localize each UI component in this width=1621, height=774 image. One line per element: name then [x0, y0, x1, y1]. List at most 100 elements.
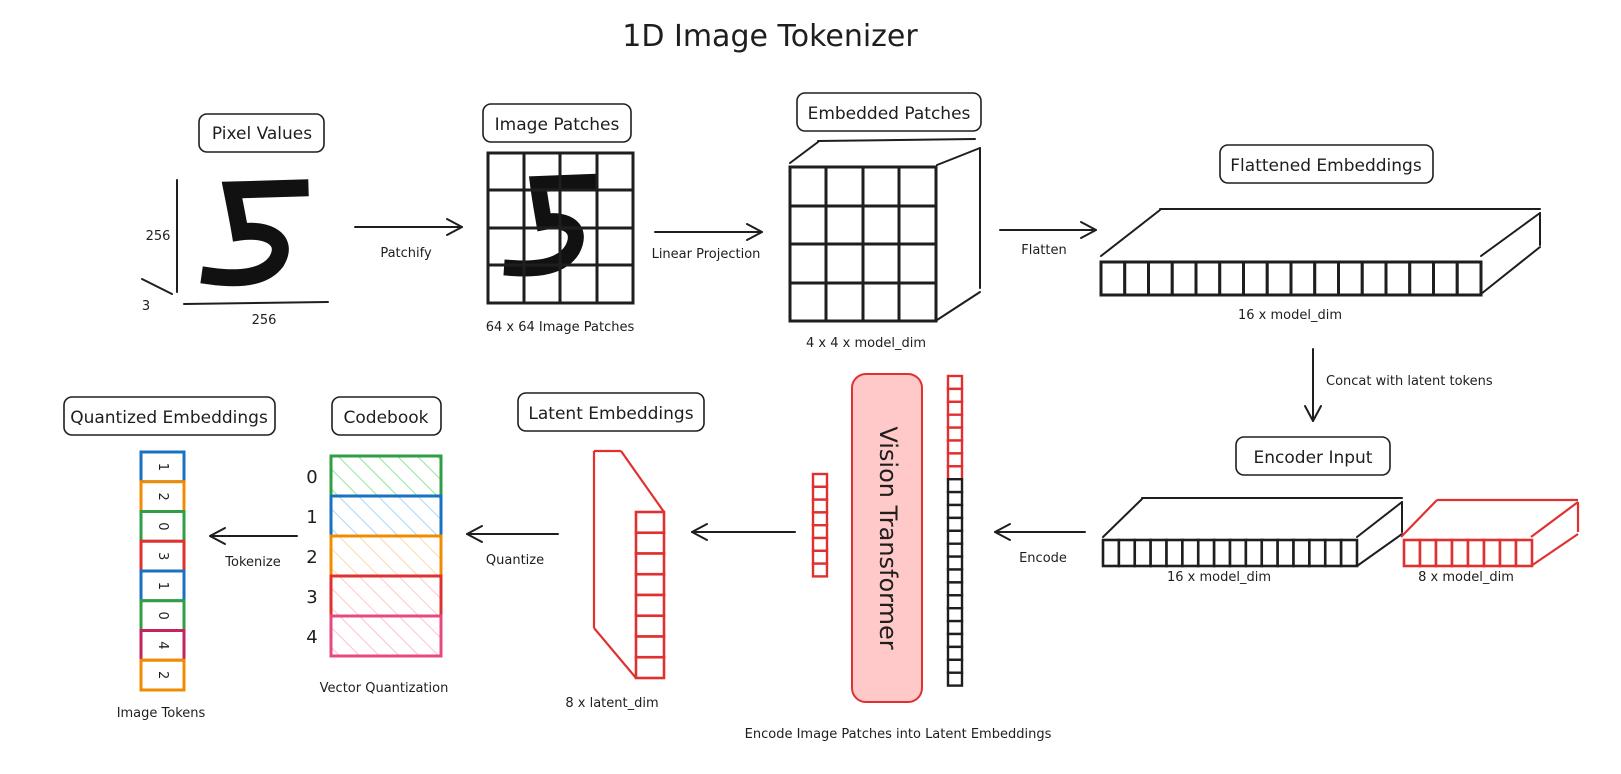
vision-transformer-block: [851, 373, 923, 703]
encoder-latent-cell: [1482, 538, 1502, 568]
codebook-index: 1: [306, 507, 317, 528]
encoder-image-cell: [1133, 538, 1152, 568]
concat-arrow: Concat with latent tokens: [1304, 348, 1493, 422]
embedded-patches-header-box: [796, 92, 982, 132]
latent-cells: [634, 510, 666, 680]
flattened-cell: [1337, 260, 1364, 297]
vit-output-cell: [811, 536, 829, 553]
encoder-latent-cell: [1434, 538, 1454, 568]
vit-output-cell: [811, 511, 829, 527]
pixel-values-header-box: [198, 113, 325, 153]
flattened-cell: [1242, 260, 1269, 297]
flattened-cell: [1123, 260, 1150, 297]
image-patches-header: Image Patches: [495, 115, 620, 135]
vit-output-cell: [811, 472, 829, 489]
image-token-value: 1: [155, 463, 170, 471]
latent-cell: [634, 635, 666, 659]
digit-five-image: [200, 179, 309, 287]
vision-transformer-label: Vision Transformer: [874, 426, 902, 649]
codebook-entry: [329, 614, 443, 658]
encoder-image-cell: [1260, 538, 1279, 568]
vit-input-image-cell: [946, 581, 964, 597]
codebook-index: 3: [306, 587, 317, 608]
encoder-latent-cell: [1514, 538, 1534, 568]
image-token-cell: [139, 510, 186, 543]
encoder-image-cell: [1196, 538, 1216, 568]
flattened-cell: [1455, 260, 1483, 297]
image-token-cell: [139, 539, 186, 573]
flatten-arrow: Flatten: [999, 221, 1097, 258]
encoder-image-cell: [1308, 538, 1327, 568]
encoder-image-cell: [1149, 538, 1168, 568]
encoder-image-caption: 16 x model_dim: [1167, 570, 1271, 585]
codebook-index: 0: [306, 467, 317, 488]
encoder-latent-cell: [1418, 538, 1438, 568]
flattened-stage: Flattened Embeddings 16 x model_dim: [1099, 144, 1541, 323]
pixel-values-header: Pixel Values: [212, 124, 312, 144]
quantized-header: Quantized Embeddings: [70, 408, 268, 428]
flattened-cell: [1384, 260, 1412, 297]
vit-input-latent-cell: [946, 413, 964, 429]
flattened-header: Flattened Embeddings: [1230, 156, 1422, 176]
vit-input-column: [946, 374, 964, 687]
channel-axis: [141, 278, 173, 295]
height-label: 256: [146, 229, 171, 244]
encoder-image-cell: [1292, 538, 1311, 568]
latent-cell: [634, 510, 666, 535]
concat-label: Concat with latent tokens: [1326, 374, 1493, 389]
vit-output-column: [811, 472, 829, 578]
image-token-cell: [139, 569, 186, 603]
vit-output-cell: [811, 562, 829, 578]
vit-input-image-cell: [946, 529, 964, 545]
vit-input-image-cell: [946, 645, 964, 662]
tokenize-arrow: Tokenize: [209, 527, 298, 570]
encoder-image-cell: [1276, 538, 1295, 568]
flattened-cells: [1099, 260, 1483, 297]
encoder-image-cell: [1228, 538, 1248, 568]
vit-input-image-cell: [946, 568, 964, 584]
quantized-header-box: [63, 396, 276, 436]
flattened-cell: [1099, 260, 1127, 297]
pixel-values-stage: Pixel Values 256 256 3: [141, 113, 329, 328]
codebook-index: 2: [306, 547, 317, 568]
linear-projection-arrow: Linear Projection: [652, 223, 763, 262]
encode-label: Encode: [1019, 551, 1067, 566]
vit-output-cell: [811, 549, 829, 565]
vit-input-image-cell: [946, 671, 964, 687]
codebook-entry: [329, 454, 443, 498]
flattened-header-box: [1219, 144, 1434, 184]
latent-header: Latent Embeddings: [528, 404, 693, 424]
image-patches-caption: 64 x 64 Image Patches: [486, 320, 635, 335]
vit-input-latent-cell: [946, 426, 964, 442]
encoder-image-cell: [1244, 538, 1264, 568]
encode-arrow: Encode: [994, 523, 1086, 566]
linear-projection-label: Linear Projection: [652, 247, 761, 262]
vit-input-image-cell: [946, 490, 964, 507]
flattened-cell: [1408, 260, 1435, 297]
diagram-title: 1D Image Tokenizer: [622, 19, 918, 54]
embedded-patches-header: Embedded Patches: [808, 104, 971, 124]
flattened-cell: [1313, 260, 1340, 297]
vit-output-cell: [811, 524, 829, 540]
encoder-latent-cell: [1450, 538, 1470, 568]
flattened-caption: 16 x model_dim: [1238, 308, 1342, 323]
embedded-patches-caption: 4 x 4 x model_dim: [806, 336, 926, 351]
quantize-label: Quantize: [486, 553, 544, 568]
latent-cell: [634, 655, 666, 680]
encoder-latent-caption: 8 x model_dim: [1418, 570, 1514, 585]
vit-input-image-cell: [946, 594, 964, 610]
channel-label: 3: [142, 299, 150, 314]
vit-input-image-cell: [946, 607, 964, 623]
image-token-value: 0: [155, 611, 170, 619]
patchify-arrow: Patchify: [354, 218, 463, 261]
encoder-latent-cell: [1498, 538, 1518, 568]
vision-transformer-caption: Encode Image Patches into Latent Embeddi…: [745, 727, 1052, 742]
quantized-caption: Image Tokens: [117, 706, 206, 721]
image-token-value: 1: [155, 582, 170, 590]
image-token-value: 2: [155, 671, 170, 679]
